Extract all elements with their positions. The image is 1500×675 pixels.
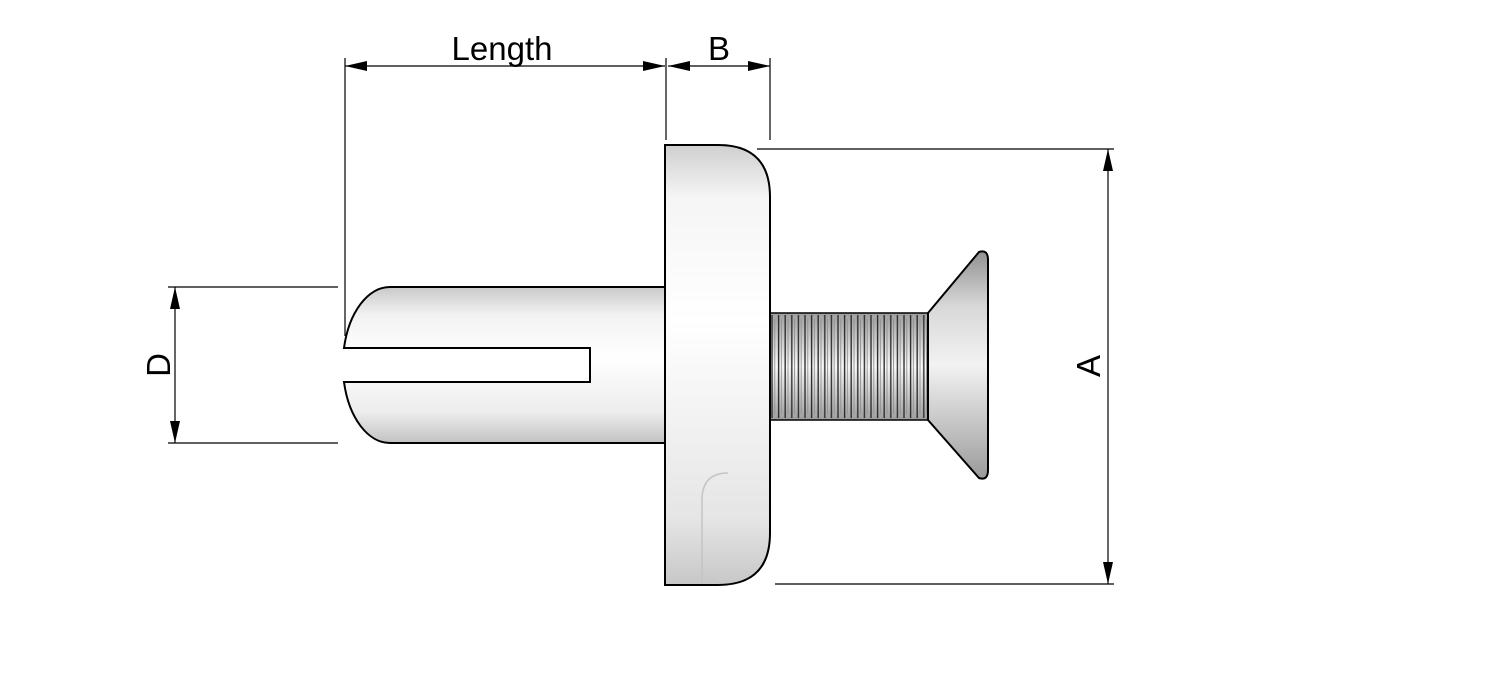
dim-a-label: A xyxy=(1070,355,1107,377)
dim-length-label: Length xyxy=(452,30,553,67)
dim-a-arrow-top xyxy=(1103,149,1113,171)
dimension-length: Length xyxy=(344,30,667,336)
dim-length-arrow-right xyxy=(643,61,665,71)
dim-a-arrow-bottom xyxy=(1103,562,1113,584)
screw-thread xyxy=(770,312,928,421)
dim-b-arrow-right xyxy=(748,61,770,71)
dim-d-arrow-top xyxy=(170,287,180,309)
dim-length-arrow-left xyxy=(345,61,367,71)
dim-b-arrow-left xyxy=(668,61,690,71)
thread-ribs xyxy=(770,313,928,420)
flange-shading-line xyxy=(701,472,729,583)
shank-slotted-body xyxy=(342,285,666,445)
dimension-d: D xyxy=(140,286,338,444)
dim-d-arrow-bottom xyxy=(170,421,180,443)
flange xyxy=(664,144,771,586)
fastener-part xyxy=(342,144,989,586)
dimension-a: A xyxy=(757,148,1114,585)
dim-b-label: B xyxy=(708,30,730,67)
dim-d-label: D xyxy=(140,353,177,377)
countersunk-screw-head xyxy=(927,250,989,480)
dimension-b: B xyxy=(668,30,771,140)
